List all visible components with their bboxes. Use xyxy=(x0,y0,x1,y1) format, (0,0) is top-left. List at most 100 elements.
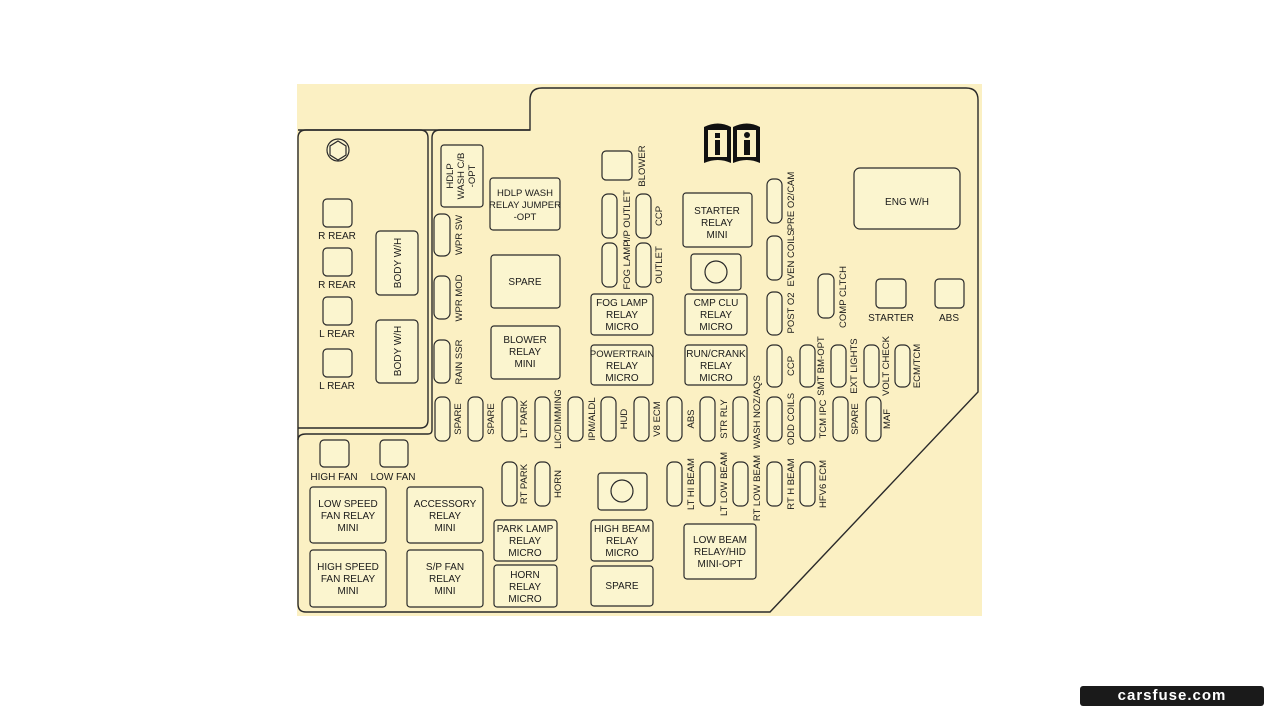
volt-check-fuse: VOLT CHECK xyxy=(863,335,892,396)
svg-text:RT LOW BEAM: RT LOW BEAM xyxy=(752,455,763,521)
svg-text:FOG LAMP: FOG LAMP xyxy=(596,298,648,309)
svg-text:RELAY/HID: RELAY/HID xyxy=(694,547,746,558)
row-fuse-odd-coils: ODD COILS xyxy=(766,393,797,445)
svg-text:MICRO: MICRO xyxy=(699,322,733,333)
watermark-logo: carsfuse.com xyxy=(1080,686,1264,706)
svg-text:HDLP WASH: HDLP WASH xyxy=(497,188,553,199)
lt-hi-beam-fuse: LT HI BEAM xyxy=(666,458,697,510)
svg-text:EVEN COILS: EVEN COILS xyxy=(786,229,797,286)
left-fuse-1: R REAR xyxy=(318,198,356,242)
svg-text:WASH NOZ/AQS: WASH NOZ/AQS xyxy=(752,375,763,449)
svg-text:LOW SPEED: LOW SPEED xyxy=(318,499,377,510)
svg-text:RELAY: RELAY xyxy=(509,347,541,358)
starter-relay: STARTER RELAY MINI xyxy=(682,192,753,248)
svg-text:LT LOW BEAM: LT LOW BEAM xyxy=(719,452,730,516)
pre-o2-cam-fuse: PRE O2/CAM xyxy=(766,172,797,230)
svg-text:I/P OUTLET: I/P OUTLET xyxy=(622,190,633,242)
body-wh-connector-2: BODY W/H xyxy=(375,319,419,384)
body-wh-connector-1: BODY W/H xyxy=(375,230,419,296)
svg-text:RUN/CRANK: RUN/CRANK xyxy=(686,349,746,360)
row-fuse-ipm-aldl: IPM/ALDL xyxy=(567,396,598,442)
svg-text:HUD: HUD xyxy=(619,409,630,430)
row-fuse-spare-3: SPARE xyxy=(832,396,861,442)
info-manual-icon xyxy=(704,123,760,163)
ccp-top-fuse: CCP xyxy=(635,193,665,239)
svg-text:BLOWER: BLOWER xyxy=(637,145,648,186)
svg-text:BLOWER: BLOWER xyxy=(503,335,546,346)
center-section-outline xyxy=(297,129,530,441)
svg-text:RELAY: RELAY xyxy=(606,536,638,547)
row-fuse-spare-1: SPARE xyxy=(434,396,464,442)
svg-text:-OPT: -OPT xyxy=(514,212,537,223)
svg-text:MICRO: MICRO xyxy=(699,373,733,384)
high-beam-relay: HIGH BEAM RELAY MICRO xyxy=(590,519,654,562)
svg-text:ODD COILS: ODD COILS xyxy=(786,393,797,445)
row-fuse-tcm-ipc: TCM IPC xyxy=(799,396,829,442)
svg-text:PARK LAMP: PARK LAMP xyxy=(497,524,554,535)
even-coils-fuse: EVEN COILS xyxy=(766,229,797,287)
svg-text:ABS: ABS xyxy=(686,409,697,428)
row-fuse-v8-ecm: V8 ECM xyxy=(633,396,663,442)
svg-text:MICRO: MICRO xyxy=(508,594,542,605)
svg-text:R REAR: R REAR xyxy=(318,280,356,291)
horn-fuse: HORN xyxy=(534,461,564,507)
row-fuse-lic-dimming: LIC/DIMMING xyxy=(534,389,564,449)
low-fan-fuse: LOW FAN xyxy=(370,439,416,483)
svg-text:STR RLY: STR RLY xyxy=(719,399,730,439)
svg-text:LT PARK: LT PARK xyxy=(519,399,530,438)
svg-text:ACCESSORY: ACCESSORY xyxy=(414,499,477,510)
svg-text:RELAY: RELAY xyxy=(700,310,732,321)
svg-text:POST O2: POST O2 xyxy=(786,292,797,333)
row-fuse-str-rly: STR RLY xyxy=(699,396,730,442)
svg-text:HORN: HORN xyxy=(553,470,564,498)
svg-text:MAF: MAF xyxy=(882,409,893,429)
svg-text:RT PARK: RT PARK xyxy=(519,463,530,504)
spare-relay-bottom: SPARE xyxy=(590,565,654,607)
svg-text:IPM/ALDL: IPM/ALDL xyxy=(587,397,598,440)
svg-text:RT H BEAM: RT H BEAM xyxy=(786,458,797,509)
svg-text:L REAR: L REAR xyxy=(319,329,355,340)
svg-text:RELAY: RELAY xyxy=(429,574,461,585)
rt-hi-beam-fuse: RT H BEAM xyxy=(766,458,797,510)
svg-text:RELAY: RELAY xyxy=(606,361,638,372)
svg-text:MINI: MINI xyxy=(514,359,535,370)
svg-text:MINI: MINI xyxy=(706,230,727,241)
svg-text:FOG LAMP: FOG LAMP xyxy=(622,240,633,289)
svg-text:STARTER: STARTER xyxy=(868,313,914,324)
high-speed-fan-relay: HIGH SPEED FAN RELAY MINI xyxy=(309,549,387,608)
svg-text:VOLT CHECK: VOLT CHECK xyxy=(881,335,892,395)
svg-text:RELAY JUMPER: RELAY JUMPER xyxy=(489,200,561,211)
svg-text:RELAY: RELAY xyxy=(509,582,541,593)
svg-text:SPARE: SPARE xyxy=(850,403,861,435)
svg-text:LIC/DIMMING: LIC/DIMMING xyxy=(553,389,564,449)
ccp-mid-fuse: CCP xyxy=(766,344,797,388)
svg-text:OUTLET: OUTLET xyxy=(654,246,665,284)
svg-text:R REAR: R REAR xyxy=(318,231,356,242)
rain-ssr-fuse: RAIN SSR xyxy=(433,339,465,384)
svg-text:HIGH FAN: HIGH FAN xyxy=(310,472,357,483)
svg-text:RELAY: RELAY xyxy=(606,310,638,321)
fuse-panel-outline xyxy=(297,87,979,613)
left-fuse-3: L REAR xyxy=(319,296,355,340)
svg-text:HORN: HORN xyxy=(510,570,539,581)
outlet-fuse: OUTLET xyxy=(635,242,665,288)
svg-text:MICRO: MICRO xyxy=(605,373,639,384)
svg-text:RELAY: RELAY xyxy=(700,361,732,372)
wpr-sw-fuse: WPR SW xyxy=(433,213,465,257)
svg-text:ABS: ABS xyxy=(939,313,959,324)
left-fuse-2: R REAR xyxy=(318,247,356,291)
row-fuse-maf: MAF xyxy=(865,396,893,442)
svg-text:MINI-OPT: MINI-OPT xyxy=(698,559,743,570)
post-o2-fuse: POST O2 xyxy=(766,291,797,336)
wpr-mod-fuse: WPR MOD xyxy=(433,274,465,321)
row-fuse-spare-2: SPARE xyxy=(467,396,497,442)
svg-text:EXT LIGHTS: EXT LIGHTS xyxy=(849,338,860,393)
svg-text:CCP: CCP xyxy=(654,206,665,226)
svg-text:ECM/TCM: ECM/TCM xyxy=(912,344,923,388)
starter-fuse: STARTER xyxy=(868,278,914,324)
spare-relay-mid: SPARE xyxy=(490,254,561,309)
ecm-tcm-fuse: ECM/TCM xyxy=(894,344,923,388)
svg-text:MINI: MINI xyxy=(337,523,358,534)
svg-text:WPR MOD: WPR MOD xyxy=(454,274,465,321)
svg-text:LOW BEAM: LOW BEAM xyxy=(693,535,747,546)
